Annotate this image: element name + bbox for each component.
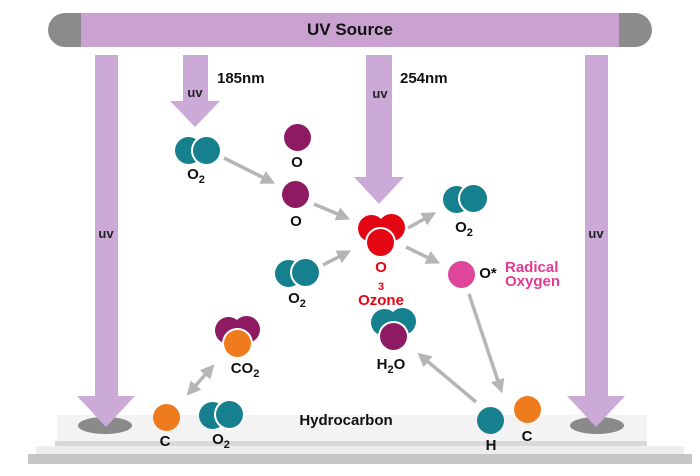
arrow-c-co2-bidirectional: [186, 364, 215, 396]
co2-c-atom-icon: [224, 330, 251, 357]
o-upper-label: O: [291, 154, 303, 171]
uv-beam-185nm: [183, 55, 208, 102]
o-upper-atom-icon: [284, 124, 311, 151]
o2-bottom-atom2-icon: [216, 401, 243, 428]
uv-source-lamp: UV Source: [48, 13, 652, 47]
c-left-atom-icon: [153, 404, 180, 431]
substrate-top-edge: [55, 441, 647, 448]
arrow-o2top-to-o: [223, 156, 276, 184]
h2o-o-atom-icon: [380, 323, 407, 350]
o-lower-label: O: [290, 213, 302, 230]
uv-beam-right: [585, 55, 608, 397]
uv-beam-right-arrowhead-icon: [567, 396, 625, 427]
radical-oxygen-atom-icon: [448, 261, 475, 288]
h-atom-icon: [477, 407, 504, 434]
substrate-base-edge: [28, 454, 692, 464]
uv-beam-254nm: [366, 55, 392, 178]
o2-mid-label: O2: [288, 290, 306, 310]
substrate-base-surface: [36, 446, 684, 456]
arrow-h-to-h2o: [417, 352, 478, 404]
o2-top-label: O2: [187, 166, 205, 186]
o2-mid-atom2-icon: [292, 259, 319, 286]
o-lower-atom-icon: [282, 181, 309, 208]
uv-beam-185nm-arrowhead-icon: [170, 101, 220, 127]
uv-label-185: uv: [187, 85, 203, 100]
radical-oxygen-symbol: O*: [479, 265, 497, 282]
o2-bottom-label: O2: [212, 431, 230, 451]
h2o-label: H2O: [376, 356, 406, 376]
c-left-label: C: [159, 433, 171, 450]
hydrocarbon-label: Hydrocarbon: [299, 412, 393, 429]
wavelength-185nm: 185nm: [217, 70, 265, 87]
arrow-ozone-to-o2right: [407, 212, 437, 230]
lamp-glass: [81, 13, 619, 47]
uv-beam-254nm-arrowhead-icon: [354, 177, 404, 204]
uv-beam-left-arrowhead-icon: [77, 396, 135, 427]
lamp-title: UV Source: [307, 20, 393, 39]
o2-right-label: O2: [455, 219, 473, 239]
uv-beam-left: [95, 55, 118, 397]
arrow-ozone-to-radical: [405, 245, 441, 264]
arrow-radical-to-surface: [467, 293, 505, 394]
ozone-atom3-icon: [367, 229, 394, 256]
uv-label-right: uv: [588, 226, 604, 241]
wavelength-254nm: 254nm: [400, 70, 448, 87]
o2-top-atom2-icon: [193, 137, 220, 164]
arrow-o-to-ozone: [313, 202, 351, 221]
c-right-atom-icon: [514, 396, 541, 423]
uv-label-left: uv: [98, 226, 114, 241]
h-label: H: [485, 437, 497, 454]
c-right-label: C: [521, 428, 533, 445]
radical-oxygen-caption: Radical Oxygen: [505, 259, 561, 290]
o2-right-atom2-icon: [460, 185, 487, 212]
co2-label: CO2: [230, 360, 260, 380]
arrow-o2mid-to-ozone: [322, 250, 352, 267]
uv-label-254: uv: [372, 86, 388, 101]
